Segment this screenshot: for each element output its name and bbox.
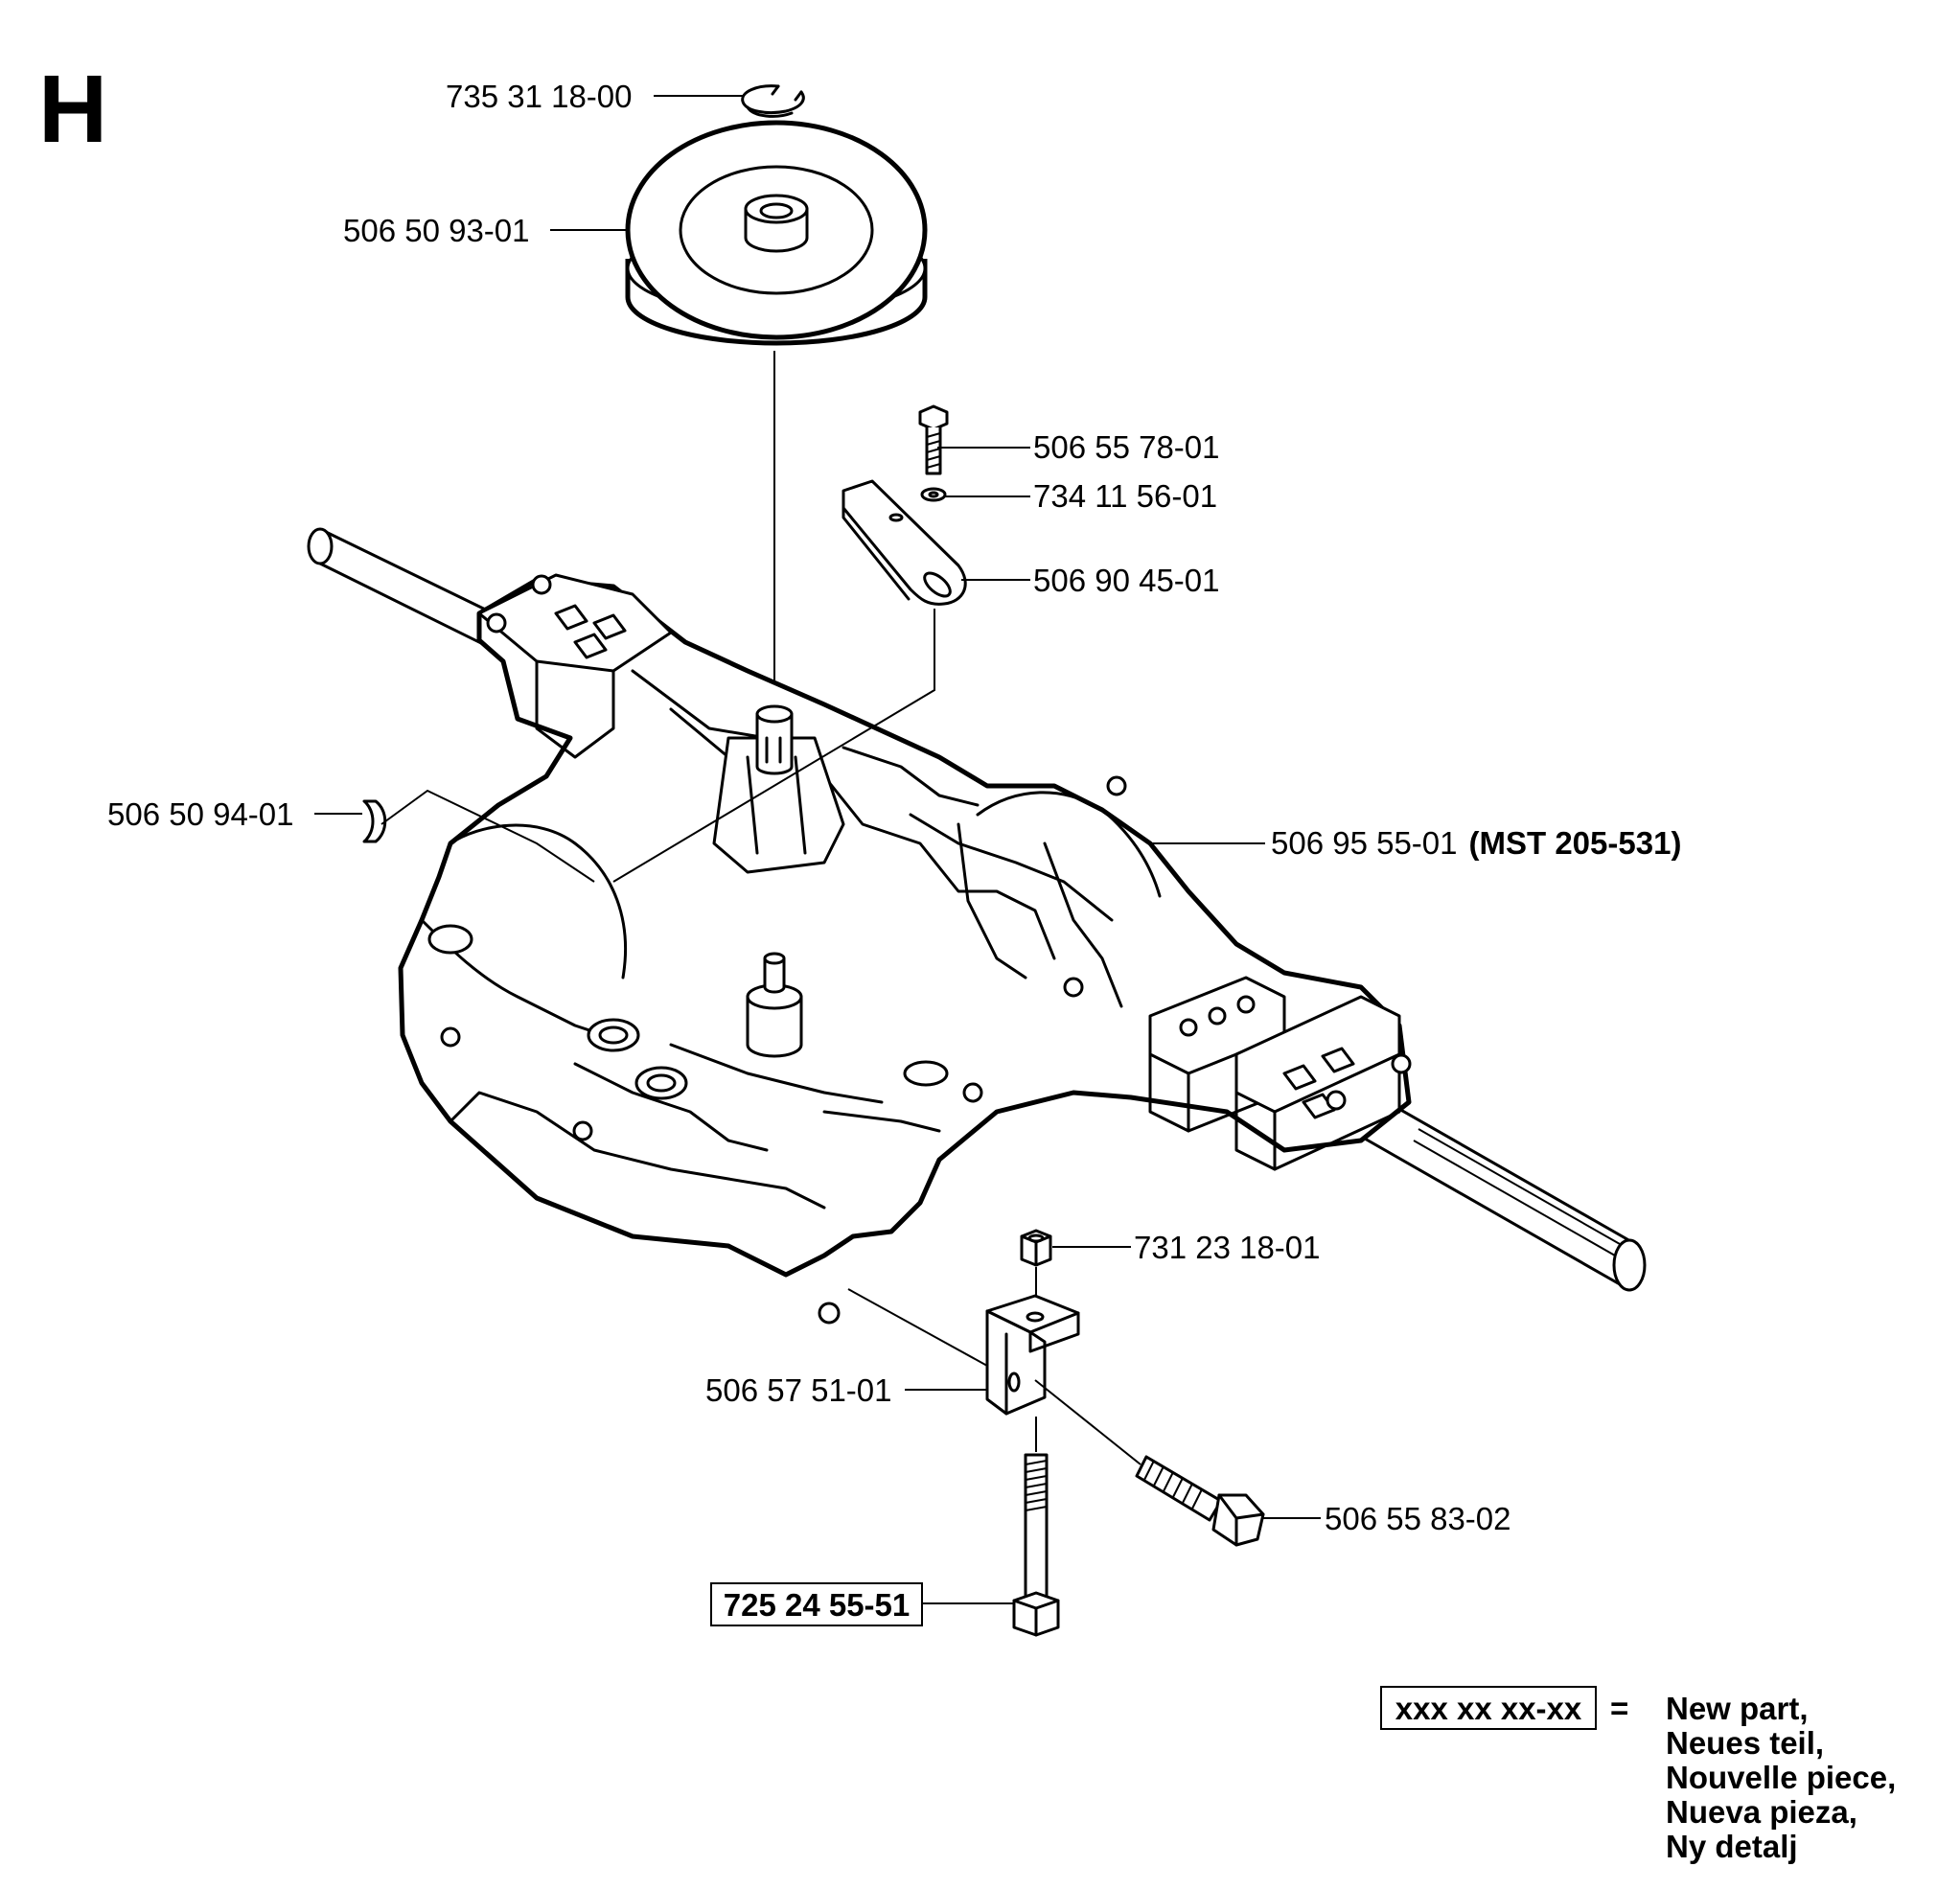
label-washer: 734 11 56-01	[1033, 478, 1217, 514]
label-transaxle: 506 95 55-01 (MST 205-531)	[1271, 825, 1681, 861]
new-bolt-drawing	[1012, 1453, 1060, 1637]
key-link-line	[380, 789, 595, 883]
bracket-link-line	[847, 1288, 988, 1367]
side-bolt-drawing	[1135, 1455, 1265, 1547]
label-circlip: 735 31 18-00	[446, 79, 633, 114]
pulley-drawing	[625, 120, 928, 346]
label-key: 506 50 94-01	[107, 796, 294, 832]
arm-link-line	[612, 609, 935, 883]
left-axle-drawing	[307, 527, 505, 649]
label-nut: 731 23 18-01	[1134, 1230, 1321, 1265]
label-bracket: 506 57 51-01	[705, 1372, 892, 1408]
legend-line-5: Ny detalj	[1666, 1829, 1798, 1864]
new-part-box	[710, 1582, 923, 1626]
label-bolt-top: 506 55 78-01	[1033, 429, 1220, 465]
label-side-bolt: 506 55 83-02	[1325, 1501, 1511, 1536]
arm-drawing	[842, 479, 967, 606]
side-bolt-axis-line	[1034, 1379, 1141, 1465]
nut-drawing	[1020, 1229, 1052, 1267]
section-letter: H	[38, 56, 107, 163]
legend-box	[1380, 1686, 1597, 1730]
transaxle-housing-drawing	[398, 573, 1412, 1325]
top-bolt-drawing	[918, 404, 949, 475]
legend-line-3: Nouvelle piece,	[1666, 1760, 1896, 1795]
washer-drawing	[920, 487, 947, 502]
right-axle-drawing	[1349, 1091, 1647, 1292]
right-mount-drawing	[1148, 976, 1412, 1171]
legend-line-1: New part,	[1666, 1691, 1809, 1726]
label-new-bolt: 725 24 55-51	[724, 1587, 911, 1623]
legend-box-text: xxx xx xx-xx	[1395, 1691, 1582, 1726]
legend-line-2: Neues teil,	[1666, 1725, 1824, 1761]
circlip-drawing	[741, 84, 805, 118]
label-transaxle-note: (MST 205-531)	[1469, 825, 1682, 861]
key-drawing	[362, 799, 387, 843]
legend: xxx xx xx-xx = New part, Neues teil, Nou…	[1380, 1686, 1896, 1864]
label-pulley: 506 50 93-01	[343, 213, 530, 248]
label-arm: 506 90 45-01	[1033, 563, 1220, 598]
legend-equals: =	[1610, 1691, 1628, 1726]
label-transaxle-number: 506 95 55-01	[1271, 825, 1458, 861]
legend-line-4: Nueva pieza,	[1666, 1794, 1857, 1830]
bracket-drawing	[985, 1294, 1080, 1416]
